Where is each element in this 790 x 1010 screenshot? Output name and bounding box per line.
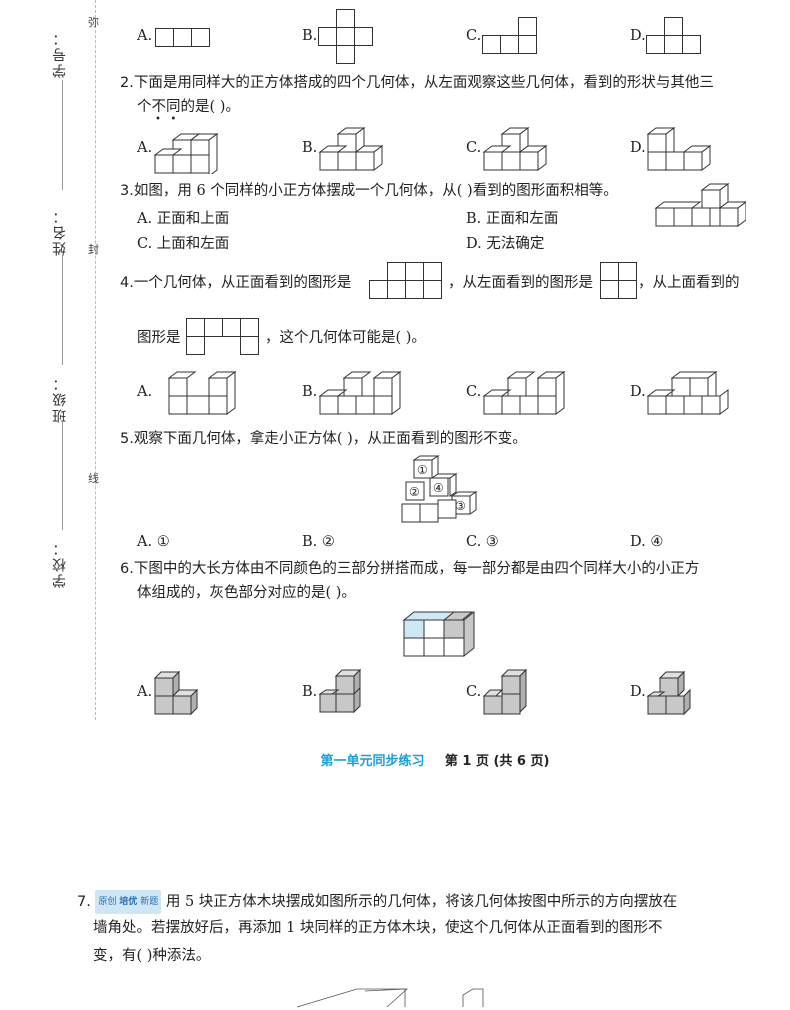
q7-figure bbox=[296, 988, 484, 1008]
q4-option-a[interactable]: A. bbox=[137, 384, 153, 400]
q4-figure-d bbox=[646, 371, 729, 415]
q2-option-c[interactable]: C. bbox=[466, 140, 482, 156]
q6-figure-b bbox=[318, 668, 362, 714]
q2-text: 2.下面是用同样大的正方体搭成的四个几何体，从左面观察这些几何体，看到的形状与其… bbox=[120, 72, 760, 94]
q2-line2: 个不同的是( )。 bbox=[137, 99, 240, 115]
circle-4: ④ bbox=[433, 481, 444, 495]
school-label: 学校： bbox=[52, 540, 68, 588]
q2-option-d[interactable]: D. bbox=[630, 140, 646, 156]
seal-char-3: 线 bbox=[88, 472, 99, 485]
q4-left-view bbox=[600, 262, 637, 299]
q6-figure-c bbox=[482, 668, 528, 715]
margin-line bbox=[95, 0, 97, 720]
q1-option-c[interactable]: C. bbox=[466, 28, 482, 44]
seal-char-2: 封 bbox=[88, 243, 99, 256]
q5-option-a[interactable]: A. ① bbox=[137, 534, 170, 550]
q4-option-c[interactable]: C. bbox=[466, 384, 482, 400]
q2-figure-d bbox=[646, 127, 712, 171]
q1-figure-a bbox=[155, 28, 210, 47]
class-label: 班级： bbox=[52, 375, 68, 423]
q3-number: 3. bbox=[120, 183, 134, 199]
q5-option-d[interactable]: D. ④ bbox=[630, 534, 664, 550]
q2-option-a[interactable]: A. bbox=[137, 140, 153, 156]
q5-line: 观察下面几何体，拿走小正方体( )，从正面看到的图形不变。 bbox=[133, 431, 527, 447]
q6-cuboid-figure bbox=[402, 610, 475, 658]
q1-figure-d bbox=[646, 17, 701, 54]
page-number: 第 1 页 (共 6 页) bbox=[444, 754, 550, 769]
q6-line2: 体组成的，灰色部分对应的是( )。 bbox=[137, 585, 356, 601]
q4-figure-b bbox=[318, 371, 402, 415]
q3-figure bbox=[654, 183, 746, 227]
q4-part1: 一个几何体，从正面看到的图形是 bbox=[133, 275, 352, 291]
q7-line2: 墙角处。若摆放好后，再添加 1 块同样的正方体木块，使这个几何体从正面看到的图形… bbox=[93, 920, 663, 936]
q7-tag: 原创 培优 新题 bbox=[95, 890, 162, 914]
q4-option-d[interactable]: D. bbox=[630, 384, 646, 400]
q4-part3: ，从上面看到的 bbox=[638, 275, 740, 291]
q6-option-c[interactable]: C. bbox=[466, 684, 482, 700]
q3-text: 3.如图，用 6 个同样的小正方体摆成一个几何体，从( )看到的图形面积相等。 bbox=[120, 180, 660, 202]
q2-figure-c bbox=[482, 127, 548, 171]
q7-text: 7. 原创 培优 新题 用 5 块正方体木块摆成如图所示的几何体，将该几何体按图… bbox=[77, 890, 717, 914]
student-id-label: 学号： bbox=[52, 30, 68, 78]
q6-number: 6. bbox=[120, 561, 134, 577]
q2-number: 2. bbox=[120, 75, 134, 91]
emphasis-dots: • • bbox=[155, 114, 177, 125]
seal-char-1: 弥 bbox=[88, 16, 99, 29]
q4-figure-c bbox=[482, 371, 566, 415]
class-line bbox=[62, 420, 63, 530]
unit-title: 第一单元同步练习 bbox=[320, 754, 425, 769]
q7-line1: 用 5 块正方体木块摆成如图所示的几何体，将该几何体按图中所示的方向摆放在 bbox=[165, 894, 678, 910]
q4-top-view bbox=[186, 318, 259, 355]
q6-line1: 下图中的大长方体由不同颜色的三部分拼搭而成，每一部分都是由四个同样大小的小正方 bbox=[133, 561, 700, 577]
q4-number: 4. bbox=[120, 275, 134, 291]
q3-option-a[interactable]: A. 正面和上面 bbox=[137, 211, 230, 227]
q5-option-c[interactable]: C. ③ bbox=[466, 534, 499, 550]
q4-part2: ，从左面看到的图形是 bbox=[448, 275, 593, 291]
q1-option-d[interactable]: D. bbox=[630, 28, 646, 44]
q4-part4: 图形是 bbox=[137, 330, 181, 346]
q7-line3: 变，有( )种添法。 bbox=[93, 948, 211, 964]
q5-figure: ① ② ④ ③ bbox=[401, 455, 478, 523]
q3-option-b[interactable]: B. 正面和左面 bbox=[466, 211, 559, 227]
q5-text: 5.观察下面几何体，拿走小正方体( )，从正面看到的图形不变。 bbox=[120, 428, 760, 450]
circle-2: ② bbox=[409, 485, 420, 499]
q6-option-d[interactable]: D. bbox=[630, 684, 646, 700]
q6-text: 6.下图中的大长方体由不同颜色的三部分拼搭而成，每一部分都是由四个同样大小的小正… bbox=[120, 558, 760, 580]
q6-figure-a bbox=[153, 670, 199, 716]
q4-option-b[interactable]: B. bbox=[302, 384, 318, 400]
student-id-line bbox=[62, 80, 63, 190]
q3-option-d[interactable]: D. 无法确定 bbox=[466, 236, 545, 252]
q6-option-b[interactable]: B. bbox=[302, 684, 318, 700]
q4-figure-a bbox=[167, 371, 237, 415]
q2-option-b[interactable]: B. bbox=[302, 140, 318, 156]
q5-number: 5. bbox=[120, 431, 134, 447]
circle-3: ③ bbox=[455, 499, 466, 513]
circle-1: ① bbox=[417, 463, 428, 477]
q6-figure-d bbox=[646, 670, 691, 716]
name-label: 姓名： bbox=[52, 208, 68, 256]
q2-line1: 下面是用同样大的正方体搭成的四个几何体，从左面观察这些几何体，看到的形状与其他三 bbox=[133, 75, 714, 91]
q5-option-b[interactable]: B. ② bbox=[302, 534, 335, 550]
q1-option-b[interactable]: B. bbox=[302, 28, 318, 44]
q2-figure-a bbox=[153, 133, 219, 174]
q1-option-a[interactable]: A. bbox=[137, 28, 153, 44]
q7-number: 7. bbox=[77, 894, 91, 910]
q6-option-a[interactable]: A. bbox=[137, 684, 153, 700]
q3-line: 如图，用 6 个同样的小正方体摆成一个几何体，从( )看到的图形面积相等。 bbox=[133, 183, 618, 199]
q1-figure-c bbox=[482, 17, 537, 54]
name-line bbox=[62, 255, 63, 365]
q4-front-view bbox=[369, 262, 442, 299]
q2-figure-b bbox=[318, 127, 384, 171]
q1-figure-b bbox=[318, 9, 373, 64]
q4-line1: 4.一个几何体，从正面看到的图形是 bbox=[120, 272, 760, 294]
q4-part5: ，这个几何体可能是( )。 bbox=[265, 330, 426, 346]
q3-option-c[interactable]: C. 上面和左面 bbox=[137, 236, 230, 252]
page-footer: 第一单元同步练习 第 1 页 (共 6 页) bbox=[0, 750, 790, 769]
